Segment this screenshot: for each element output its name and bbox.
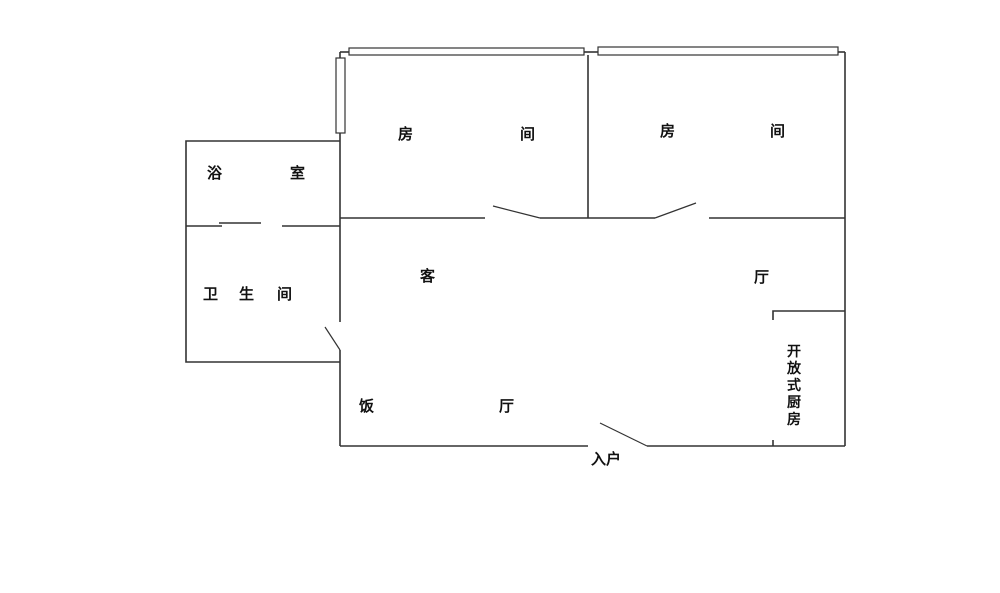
toilet-label-3: 间: [277, 285, 292, 303]
living-room-label-1: 客: [419, 267, 436, 285]
kitchen-label-1: 开: [787, 344, 801, 360]
kitchen-label-4: 厨: [787, 395, 801, 411]
bathroom-label-1: 浴: [207, 164, 223, 182]
window-bedroom2: [597, 46, 839, 56]
toilet-label-1: 卫: [203, 285, 218, 303]
bedroom1-door: [492, 205, 541, 219]
entrance-label: 入户: [591, 450, 621, 468]
kitchen-partition: [772, 310, 845, 320]
bedroom2-door: [654, 202, 697, 219]
entrance-door: [599, 422, 648, 447]
dining-room-label-2: 厅: [499, 397, 514, 415]
dining-room-label-1: 饭: [358, 397, 374, 415]
bedroom2-label-1: 房: [660, 122, 675, 140]
kitchen-label-2: 放: [786, 360, 802, 377]
windows: [335, 46, 839, 134]
bathroom-outline: [185, 140, 340, 363]
bedroom1-label-1: 房: [398, 125, 413, 143]
kitchen-label-5: 房: [787, 411, 801, 428]
bedroom2-label-2: 间: [770, 122, 785, 140]
labels: 房 间 房 间 浴 室 卫 生 间 客 厅 饭 厅 入户 开 放 式 厨 房: [203, 122, 802, 468]
toilet-label-2: 生: [239, 285, 254, 303]
window-side: [335, 57, 346, 134]
bedroom1-label-2: 间: [520, 125, 535, 143]
toilet-door: [324, 326, 341, 351]
kitchen-label-3: 式: [787, 377, 801, 394]
bathroom-label-2: 室: [290, 164, 305, 182]
window-bedroom1: [348, 47, 585, 56]
living-room-label-2: 厅: [754, 268, 769, 286]
walls: [185, 51, 846, 447]
